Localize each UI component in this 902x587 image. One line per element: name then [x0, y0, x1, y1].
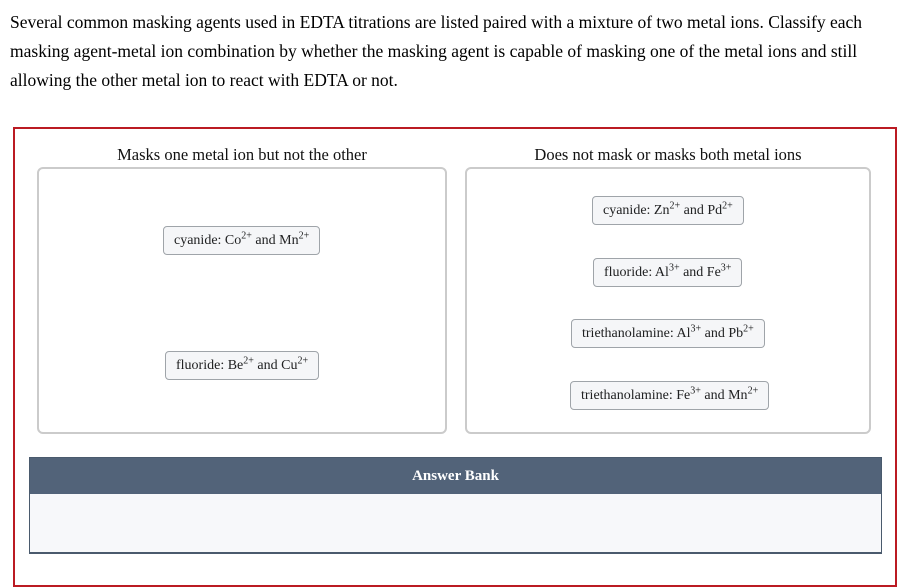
classification-area: Masks one metal ion but not the other Do…	[13, 127, 897, 587]
answer-chip[interactable]: fluoride: Al3+ and Fe3+	[593, 258, 743, 287]
answer-chip[interactable]: cyanide: Co2+ and Mn2+	[163, 226, 321, 255]
question-text: Several common masking agents used in ED…	[10, 12, 863, 90]
bin-title-does-not-mask: Does not mask or masks both metal ions	[534, 145, 802, 164]
dropzone-does-not-mask[interactable]: cyanide: Zn2+ and Pd2+ fluoride: Al3+ and…	[465, 167, 871, 434]
answer-bank: Answer Bank	[29, 457, 882, 554]
dropzone-masks-one[interactable]: cyanide: Co2+ and Mn2+ fluoride: Be2+ and…	[37, 167, 447, 434]
answer-chip[interactable]: cyanide: Zn2+ and Pd2+	[592, 196, 744, 225]
answer-chip[interactable]: triethanolamine: Al3+ and Pb2+	[571, 319, 765, 348]
bin-title-masks-one: Masks one metal ion but not the other	[117, 145, 367, 164]
answer-bank-header: Answer Bank	[30, 458, 881, 494]
answer-chip[interactable]: fluoride: Be2+ and Cu2+	[165, 351, 320, 380]
answer-bank-body[interactable]	[30, 494, 881, 552]
answer-chip[interactable]: triethanolamine: Fe3+ and Mn2+	[570, 381, 770, 410]
